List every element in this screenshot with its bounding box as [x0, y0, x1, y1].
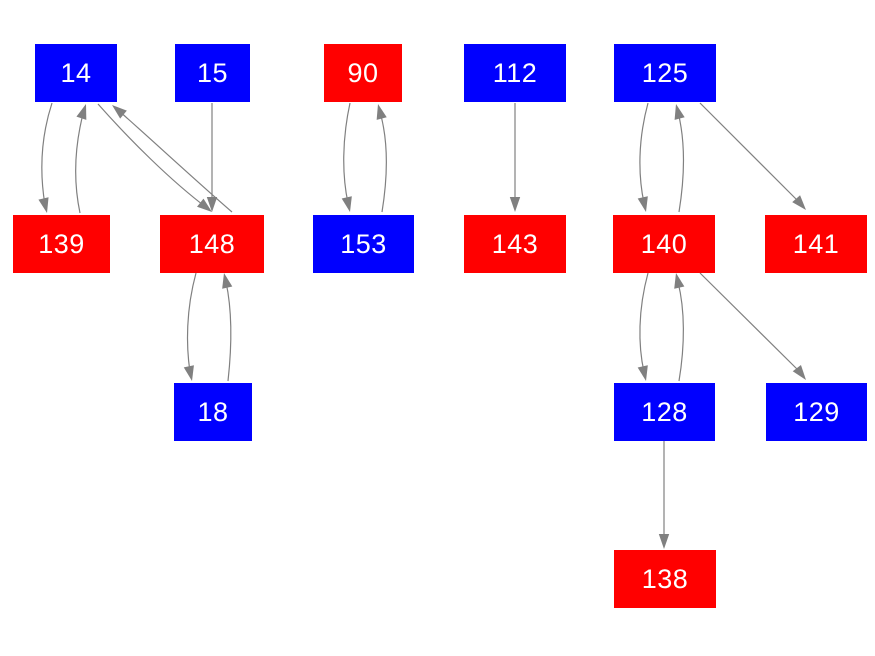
- graph-node-140[interactable]: 140: [613, 215, 715, 273]
- graph-node-141[interactable]: 141: [765, 215, 867, 273]
- graph-edge: [75, 104, 87, 214]
- graph-node-18[interactable]: 18: [174, 383, 252, 441]
- edge-arrowhead: [38, 197, 49, 213]
- edge-arrowhead: [341, 196, 352, 212]
- graph-edge: [699, 272, 806, 380]
- graph-edge: [112, 105, 233, 213]
- graph-edge: [38, 102, 53, 213]
- edge-arrowhead: [376, 104, 387, 120]
- graph-node-14[interactable]: 14: [35, 44, 117, 102]
- graph-edge: [637, 272, 649, 381]
- edge-arrowhead: [197, 198, 212, 212]
- graph-edge: [97, 103, 212, 212]
- edge-arrowhead: [792, 195, 806, 210]
- graph-node-112[interactable]: 112: [464, 44, 566, 102]
- graph-node-129[interactable]: 129: [766, 383, 867, 441]
- graph-node-label: 129: [793, 396, 840, 427]
- graph-node-label: 14: [60, 57, 92, 88]
- graph-node-label: 153: [340, 228, 387, 259]
- graph-node-label: 138: [641, 563, 689, 594]
- graph-node-label: 112: [492, 57, 538, 88]
- graph-edge: [376, 104, 387, 213]
- graph-edge: [658, 441, 670, 549]
- graph-node-label: 143: [491, 228, 539, 259]
- graph-node-128[interactable]: 128: [614, 383, 715, 441]
- edge-arrowhead: [206, 197, 218, 212]
- graph-node-90[interactable]: 90: [324, 44, 402, 102]
- graph-node-label: 128: [641, 396, 688, 427]
- edge-arrowhead: [792, 364, 806, 380]
- edge-arrowhead: [183, 365, 194, 381]
- graph-node-153[interactable]: 153: [313, 215, 414, 273]
- edge-arrowhead: [509, 197, 521, 212]
- graph-node-15[interactable]: 15: [175, 44, 250, 102]
- graph-node-139[interactable]: 139: [13, 215, 110, 273]
- graph-node-label: 148: [188, 228, 236, 259]
- graph-node-143[interactable]: 143: [464, 215, 566, 273]
- graph-edge: [699, 102, 806, 210]
- edge-arrowhead: [637, 196, 648, 212]
- graph-edge: [509, 103, 521, 212]
- graph-edge: [674, 104, 685, 213]
- graph-node-label: 15: [196, 57, 229, 88]
- edge-arrowhead: [658, 534, 670, 549]
- graph-node-label: 140: [640, 228, 688, 259]
- graph-edge: [222, 273, 233, 382]
- graph-node-138[interactable]: 138: [614, 550, 716, 608]
- graph-edge: [341, 102, 352, 212]
- graph-node-label: 125: [641, 57, 689, 88]
- graph-node-label: 139: [38, 228, 85, 259]
- edge-arrowhead: [674, 273, 685, 289]
- edge-arrowhead: [674, 104, 685, 120]
- graph-node-label: 18: [197, 396, 229, 427]
- graph-node-label: 141: [792, 228, 840, 259]
- graph-edge: [206, 103, 218, 212]
- graph-edge: [183, 272, 197, 381]
- graph-node-label: 90: [347, 57, 379, 88]
- edge-arrowhead: [222, 273, 233, 289]
- graph-edge: [674, 273, 685, 382]
- graph-node-148[interactable]: 148: [160, 215, 264, 273]
- edge-arrowhead: [112, 105, 127, 119]
- graph-edge: [637, 102, 649, 212]
- edge-arrowhead: [76, 104, 87, 120]
- graph-node-125[interactable]: 125: [614, 44, 716, 102]
- edge-arrowhead: [637, 365, 648, 381]
